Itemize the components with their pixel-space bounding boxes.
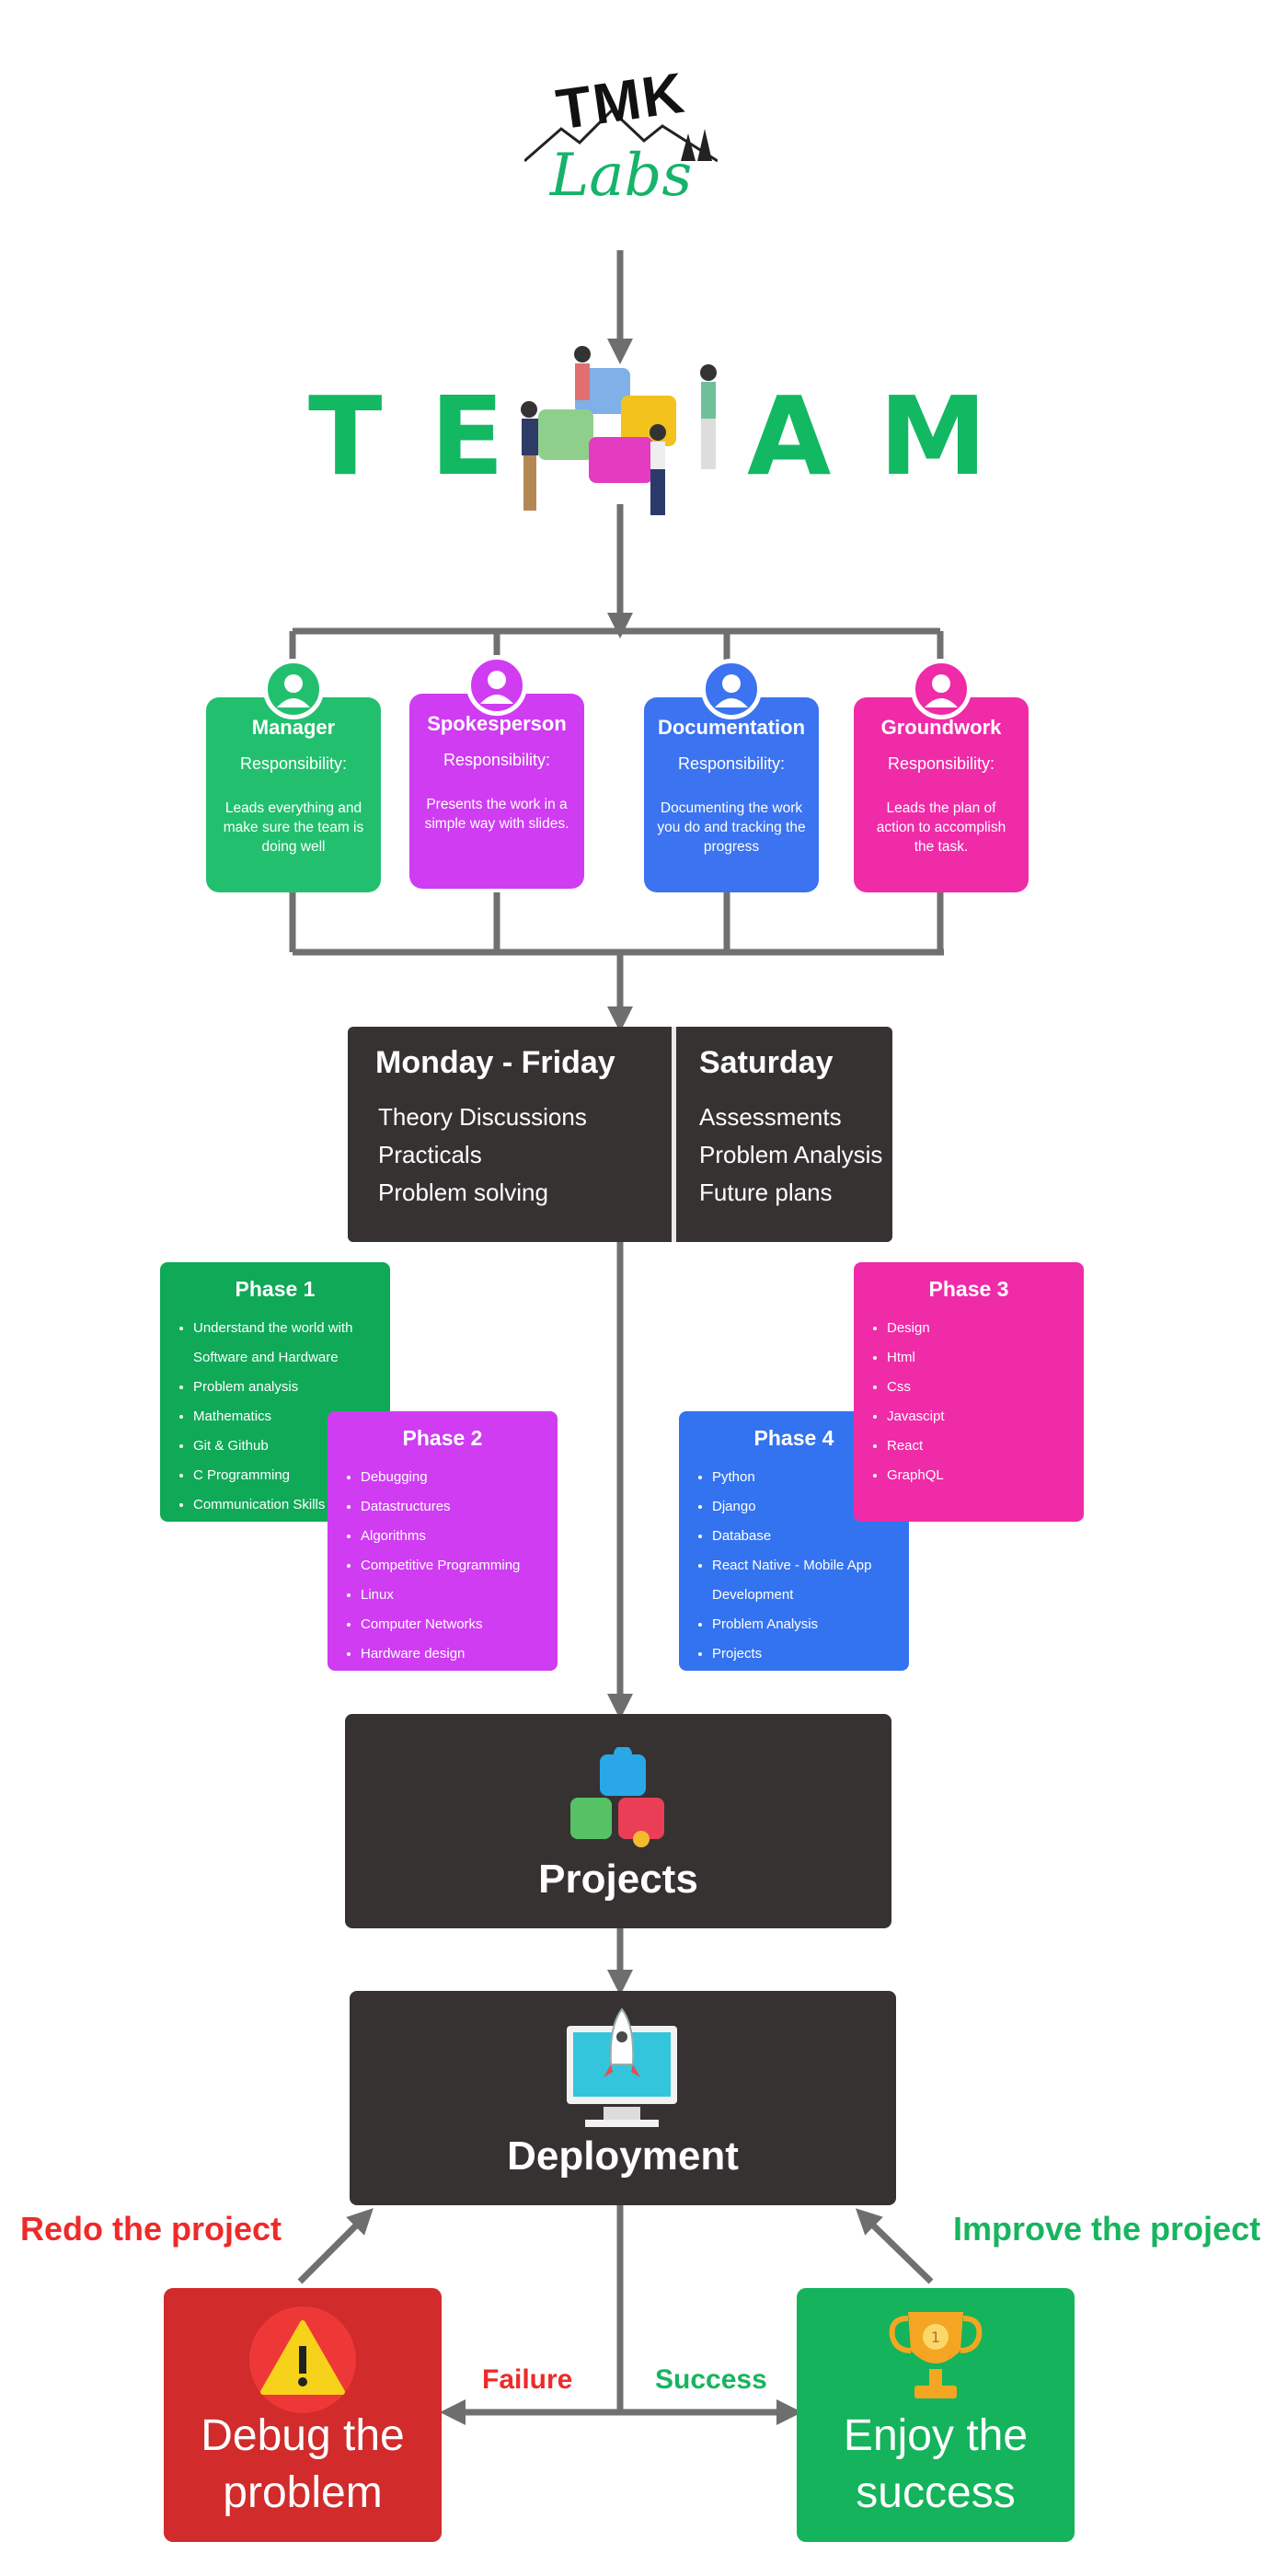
weekday-item: Problem solving [378, 1179, 548, 1206]
role-responsibility-label: Responsibility: [443, 751, 551, 769]
phase-title: Phase 4 [753, 1426, 834, 1450]
phase-item: Javascipt [887, 1402, 1071, 1432]
team-word-left: TE [308, 373, 553, 500]
phase-item: Projects [712, 1639, 910, 1669]
weekly-schedule: Monday - Friday Theory Discussions Pract… [348, 1027, 892, 1242]
phase-2-card: Phase 2 Debugging Datastructures Algorit… [328, 1411, 558, 1671]
phase-1-card: Phase 1 Understand the world with Softwa… [160, 1262, 390, 1522]
failure-label: Failure [482, 2364, 573, 2395]
role-title: Documentation [657, 716, 806, 739]
phase-title: Phase 3 [928, 1277, 1009, 1301]
phase-item: React [887, 1432, 1071, 1461]
saturday-item: Future plans [699, 1179, 833, 1206]
rocket-monitor-icon [567, 2007, 677, 2127]
phase-title: Phase 1 [235, 1277, 316, 1301]
phase-item: Understand the world with Software and H… [193, 1314, 382, 1373]
role-title: Groundwork [880, 716, 1002, 739]
role-title: Spokesperson [427, 712, 567, 735]
puzzle-pieces-icon [570, 1747, 664, 1847]
phase-item: Python [712, 1463, 910, 1492]
role-card-manager: Manager Responsibility: Leads everything… [206, 659, 381, 892]
mountain-icon [524, 108, 718, 163]
trophy-icon: 1 [889, 2312, 983, 2398]
role-title: Manager [251, 716, 336, 739]
role-card-spokesperson: Spokesperson Responsibility: Presents th… [409, 655, 584, 889]
enjoy-label: Enjoy the success [843, 2411, 1029, 2517]
phase-item: Mathematics [193, 1402, 382, 1432]
phase-item: Communication Skills [193, 1490, 382, 1520]
phase-item: Problem Analysis [712, 1610, 910, 1639]
role-responsibility-label: Responsibility: [677, 754, 786, 773]
user-icon [263, 659, 324, 719]
user-icon [911, 659, 972, 719]
deployment-box: Deployment [350, 1991, 896, 2205]
phase-item: Datastructures [361, 1492, 563, 1522]
role-card-documentation: Documentation Responsibility: Documentin… [644, 659, 819, 892]
phase-item: Git & Github [193, 1432, 382, 1461]
enjoy-success-box: 1 Enjoy the success [797, 2288, 1075, 2542]
svg-text:1: 1 [931, 2329, 940, 2346]
debug-label: Debug the problem [201, 2411, 405, 2517]
improve-project-note: Improve the project [953, 2210, 1261, 2248]
role-description: Leads the plan of action to accomplish t… [876, 800, 1006, 855]
projects-box: Projects [345, 1714, 891, 1928]
user-icon [466, 655, 527, 716]
phase-item: Hardware design [361, 1639, 563, 1669]
phase-item: Django [712, 1492, 910, 1522]
projects-label: Projects [538, 1857, 698, 1902]
phase-item: Css [887, 1373, 1071, 1402]
phase-item: Database [712, 1522, 910, 1551]
phase-item: Debugging [361, 1463, 563, 1492]
phase-item: GraphQL [887, 1461, 1071, 1490]
debug-problem-box: Debug the problem [164, 2288, 442, 2542]
weekday-title: Monday - Friday [375, 1045, 615, 1080]
role-responsibility-label: Responsibility: [239, 754, 348, 773]
role-description: Documenting the work you do and tracking… [657, 800, 806, 855]
phase-item: Design [887, 1314, 1071, 1343]
phase-item: Algorithms [361, 1522, 563, 1551]
redo-project-note: Redo the project [20, 2210, 282, 2248]
phase-item: Problem analysis [193, 1373, 382, 1402]
phase-item: Competitive Programming [361, 1551, 563, 1581]
weekday-item: Practicals [378, 1141, 482, 1168]
team-word-right: AM [747, 373, 1035, 500]
phase-item: React Native - Mobile App Development [712, 1551, 910, 1610]
weekday-item: Theory Discussions [378, 1103, 587, 1131]
phase-item: Html [887, 1343, 1071, 1373]
tmk-labs-logo: TMK Labs [515, 51, 727, 235]
arrow-improve [855, 2208, 934, 2284]
deployment-label: Deployment [507, 2133, 739, 2179]
phase-title: Phase 2 [402, 1426, 483, 1450]
role-description: Presents the work in a simple way with s… [424, 797, 569, 832]
success-label: Success [655, 2364, 767, 2395]
schedule-divider [672, 1027, 676, 1242]
arrow-redo [297, 2208, 374, 2284]
phase-item: Linux [361, 1581, 563, 1610]
phase-3-card: Phase 3 Design Html Css Javascipt React … [854, 1262, 1084, 1522]
role-responsibility-label: Responsibility: [887, 754, 995, 773]
logo-labs-text: Labs [549, 142, 693, 210]
phase-item: C Programming [193, 1461, 382, 1490]
saturday-title: Saturday [699, 1045, 834, 1080]
phase-item: Computer Networks [361, 1610, 563, 1639]
role-card-groundwork: Groundwork Responsibility: Leads the pla… [854, 659, 1029, 892]
saturday-item: Assessments [699, 1103, 842, 1131]
warning-icon [249, 2306, 356, 2413]
saturday-item: Problem Analysis [699, 1141, 883, 1168]
team-puzzle-illustration [521, 346, 717, 515]
role-description: Leads everything and make sure the team … [223, 800, 364, 855]
user-icon [701, 659, 762, 719]
